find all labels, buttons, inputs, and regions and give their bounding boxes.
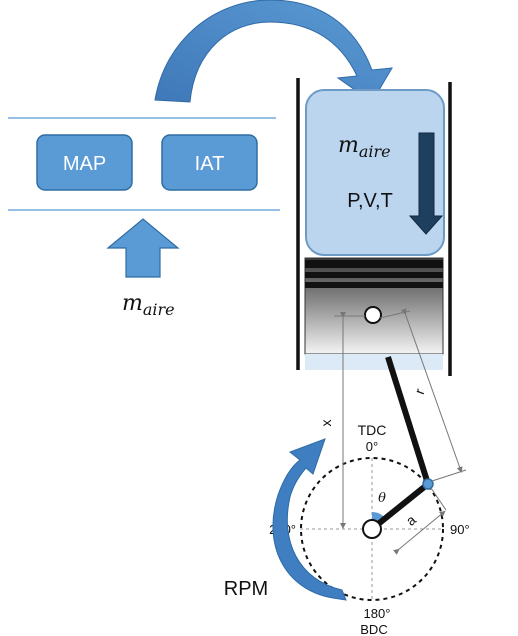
theta-label: θ: [378, 491, 386, 506]
rotation-arrow: [272, 438, 347, 601]
iat-sensor-box: IAT: [161, 134, 258, 191]
chamber-state-label: P,V,T: [347, 190, 393, 212]
map-sensor-label: MAP: [63, 153, 106, 175]
crank-radius-extension: [430, 487, 447, 511]
rod-length-label: r: [411, 386, 428, 396]
combustion-chamber: maire P,V,T: [305, 89, 445, 256]
downstroke-arrow-icon: [408, 132, 444, 235]
piston: [304, 257, 444, 370]
connecting-rod: [385, 356, 431, 485]
rod-length-extension-top: [379, 310, 411, 319]
tdc-angle-label: 0°: [366, 439, 378, 454]
iat-sensor-label: IAT: [195, 153, 225, 175]
crank-radius-label: a: [403, 511, 419, 528]
rpm-label: RPM: [224, 578, 268, 600]
map-sensor-box: MAP: [36, 134, 133, 191]
right-angle-label: 90°: [450, 522, 470, 537]
tdc-label: TDC: [358, 422, 387, 438]
piston-position-label: x: [318, 420, 334, 427]
chamber-air-mass-label: maire: [338, 133, 391, 161]
intake-air-mass-label: maire: [122, 291, 175, 319]
bdc-angle-label: 180°: [364, 606, 391, 621]
transfer-arrow: [154, 0, 393, 103]
crank-radius-dimension: [393, 510, 446, 555]
rod-length-dimension: [400, 308, 463, 473]
crank-arm: [370, 481, 430, 532]
crank-pin: [422, 478, 434, 490]
wrist-pin: [364, 306, 382, 324]
intake-arrow-up-icon: [106, 218, 180, 278]
bdc-label: BDC: [360, 622, 387, 636]
crank-center: [362, 519, 382, 539]
rod-length-extension-bottom: [431, 469, 467, 482]
